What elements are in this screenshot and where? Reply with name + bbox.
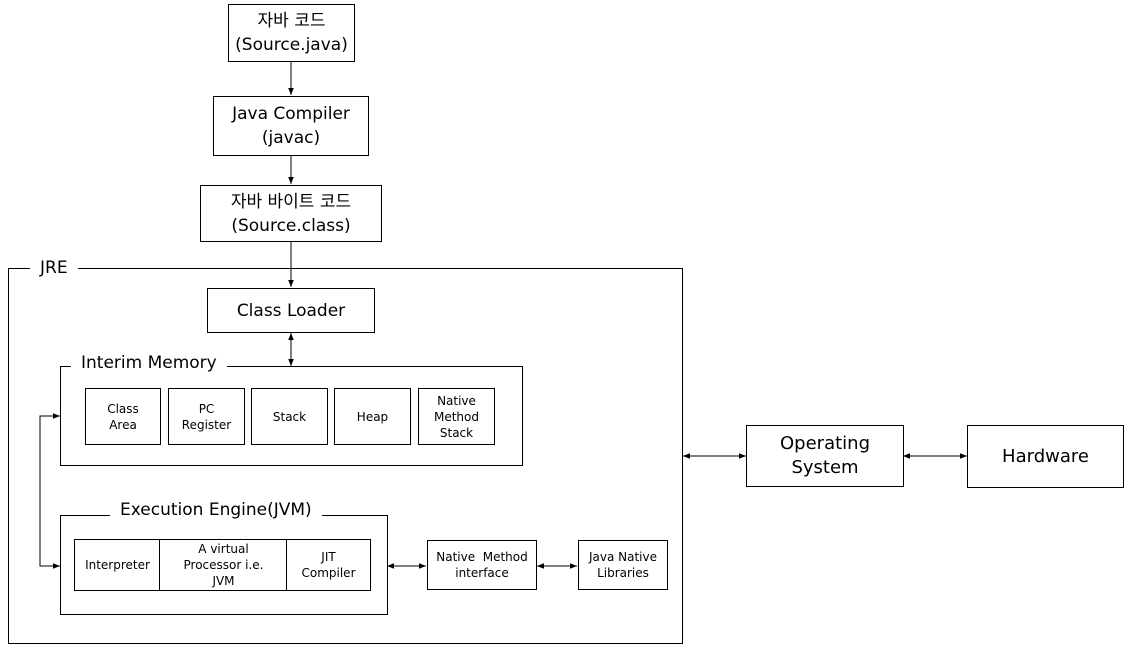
java-native-libraries-box: Java Native Libraries bbox=[578, 540, 668, 590]
java-compiler-box: Java Compiler (javac) bbox=[213, 96, 369, 156]
hardware-label: Hardware bbox=[1002, 445, 1089, 467]
memory-area-class-area: Class Area bbox=[85, 388, 161, 445]
source-code-label: 자바 코드 bbox=[257, 11, 326, 31]
native-method-interface-box: Native Method interface bbox=[427, 540, 537, 590]
interim-memory-label: Interim Memory bbox=[71, 352, 227, 374]
source-code-filename: (Source.java) bbox=[235, 35, 348, 55]
memory-area-native-method-stack: Native Method Stack bbox=[418, 388, 495, 445]
class-loader-label: Class Loader bbox=[236, 300, 346, 321]
interim-memory-container bbox=[60, 366, 523, 466]
jit-compiler-box: JIT Compiler bbox=[286, 539, 371, 591]
java-compiler-label: Java Compiler bbox=[232, 104, 350, 124]
source-code-box: 자바 코드 (Source.java) bbox=[228, 4, 355, 62]
jre-container bbox=[8, 268, 683, 644]
java-compiler-command: (javac) bbox=[261, 128, 321, 148]
operating-system-box: Operating System bbox=[746, 425, 904, 487]
class-loader-box: Class Loader bbox=[207, 288, 375, 333]
memory-area-stack: Stack bbox=[251, 388, 328, 445]
bytecode-box: 자바 바이트 코드 (Source.class) bbox=[200, 185, 382, 242]
virtual-processor-box: A virtual Processor i.e. JVM bbox=[159, 539, 288, 591]
hardware-box: Hardware bbox=[967, 425, 1124, 488]
interpreter-label: Interpreter bbox=[85, 558, 150, 572]
memory-area-pc-register: PC Register bbox=[168, 388, 245, 445]
interpreter-box: Interpreter bbox=[74, 539, 161, 591]
execution-engine-label: Execution Engine(JVM) bbox=[110, 499, 322, 521]
memory-area-heap: Heap bbox=[334, 388, 411, 445]
bytecode-filename: (Source.class) bbox=[231, 215, 351, 236]
bytecode-label: 자바 바이트 코드 bbox=[230, 191, 352, 212]
jre-label: JRE bbox=[30, 257, 78, 279]
